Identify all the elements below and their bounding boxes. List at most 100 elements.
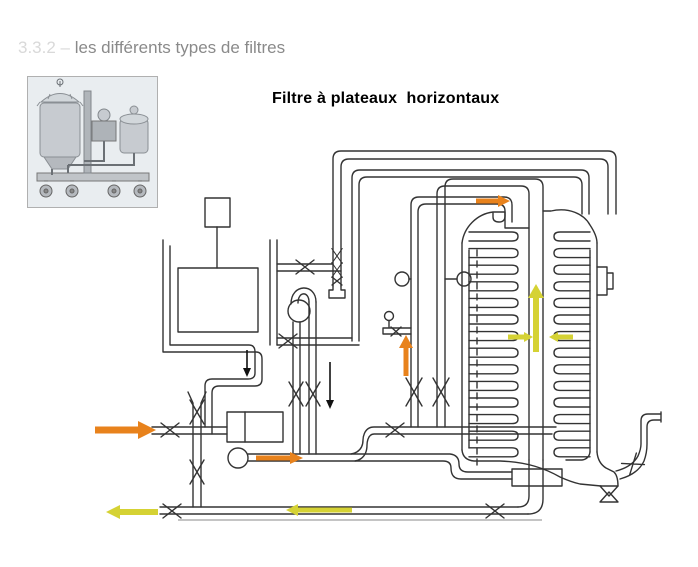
plate-flow-right-arrow — [549, 332, 573, 342]
bottom-outlet-inner — [615, 413, 662, 472]
riser-valve1-icon — [331, 247, 343, 265]
filter-plate — [553, 347, 591, 358]
tank-feed-valve-icon — [295, 259, 315, 275]
filter-plate — [468, 413, 519, 425]
vessel-bottom-inner — [565, 451, 591, 461]
filter-vessel — [461, 209, 662, 503]
filter-plate — [468, 397, 519, 408]
filter-plate — [553, 281, 591, 292]
valves — [160, 247, 505, 519]
feed-tank-group — [162, 197, 278, 435]
filter-plate — [553, 264, 591, 275]
diagram-caption: Filtre à plateaux horizontaux — [272, 90, 500, 107]
filtrate-outlet-arrow — [106, 505, 158, 519]
pump-discharge-inner — [297, 293, 310, 304]
filter-plate — [553, 231, 591, 242]
mid-run-upper — [350, 426, 557, 455]
filter-plate — [468, 264, 519, 275]
left-vessel — [36, 78, 84, 170]
filter-plate — [553, 380, 591, 392]
vessel-bottom-left — [461, 449, 602, 487]
header-valve-top-icon — [189, 399, 205, 425]
bottom-outlet-outer — [619, 411, 662, 480]
recirculation-arrow — [326, 362, 334, 409]
pump-suction-line — [276, 337, 360, 346]
vessel-inlet-arrow — [476, 195, 510, 207]
filter-machine-illustration — [28, 77, 157, 207]
mid-run-lower2 — [247, 460, 513, 480]
sample-valve — [382, 310, 412, 337]
riser-valve-icon — [331, 276, 343, 286]
filter-plate — [553, 297, 591, 309]
pressure-gauge-left — [394, 271, 412, 287]
filter-plate — [468, 430, 519, 441]
vessel-dome-left — [461, 211, 530, 244]
pump-column-valve1-icon — [288, 381, 304, 407]
filter-plate — [553, 314, 591, 325]
filtrate-return-arrow — [286, 504, 352, 516]
inlet-line — [151, 426, 228, 435]
filter-plate — [553, 447, 591, 458]
filter-plate — [468, 447, 519, 458]
bottom-outlet-valve-icon — [620, 452, 646, 476]
filter-plate — [468, 364, 519, 375]
tank-feed-line — [276, 263, 342, 272]
center-column — [83, 90, 92, 174]
mid-run-valve-icon — [385, 422, 405, 438]
left-header — [187, 391, 207, 508]
drain-valve-icon — [599, 485, 619, 503]
flow-arrows — [95, 195, 573, 519]
header-valve-bottom-icon — [189, 459, 205, 485]
filtrate-center-arrow — [528, 284, 544, 352]
vessel-support — [511, 468, 563, 487]
filter-plate — [553, 364, 591, 375]
junction-box — [226, 411, 284, 443]
transfer-pump-icon — [227, 447, 249, 469]
riser-b-inner — [358, 176, 583, 342]
center-pipe-elbow — [517, 459, 544, 515]
mid-run-lower — [247, 453, 513, 473]
vessel-walls — [461, 242, 598, 453]
caster-wheels — [39, 180, 147, 198]
filter-plate — [468, 314, 519, 325]
riser-valve2-icon — [331, 261, 343, 279]
suction-valve-icon — [278, 333, 298, 349]
filtrate-outlet-run — [159, 506, 529, 515]
pump-discharge-outer — [290, 287, 317, 305]
section-number: 3.3.2 – — [18, 38, 75, 57]
mid-run-upper2 — [354, 433, 553, 462]
plate-flow-left-arrow — [508, 332, 533, 342]
riser-b-outer — [351, 169, 590, 342]
filter-plate — [468, 347, 519, 358]
motor-block — [91, 108, 117, 142]
cart-base — [36, 172, 150, 182]
filter-plate — [553, 413, 591, 425]
center-pipe-left — [436, 185, 530, 461]
tank-wall-right — [269, 239, 278, 346]
top-pipe-runs — [328, 150, 617, 342]
riser-a-inner — [340, 158, 609, 287]
feed-inlet-arrow — [95, 421, 156, 439]
center-pipe-right — [444, 178, 544, 461]
pump-column-valve2-icon — [305, 381, 321, 407]
filter-plate — [468, 281, 519, 292]
filter-plate — [553, 430, 591, 441]
feed-riser-arrow — [399, 335, 413, 376]
riser-fitting — [328, 285, 346, 299]
outlet-valve-icon — [162, 503, 182, 519]
title-text: les différents types de filtres — [74, 38, 286, 57]
pump-columns — [292, 301, 317, 455]
side-bracket — [596, 266, 614, 296]
vessel-dome-right — [542, 209, 598, 244]
filter-machine-photo — [27, 76, 158, 208]
pressure-gauge-right — [444, 271, 472, 287]
agitator-motor — [204, 197, 231, 228]
filter-plate — [468, 297, 519, 309]
filter-plate — [553, 397, 591, 408]
feed-column-valve1-icon — [405, 377, 423, 407]
riser-a-outer — [332, 150, 617, 287]
filtrate-run-valve-icon — [485, 503, 505, 519]
sample-valve-icon — [390, 326, 402, 337]
filter-plate — [468, 247, 519, 259]
